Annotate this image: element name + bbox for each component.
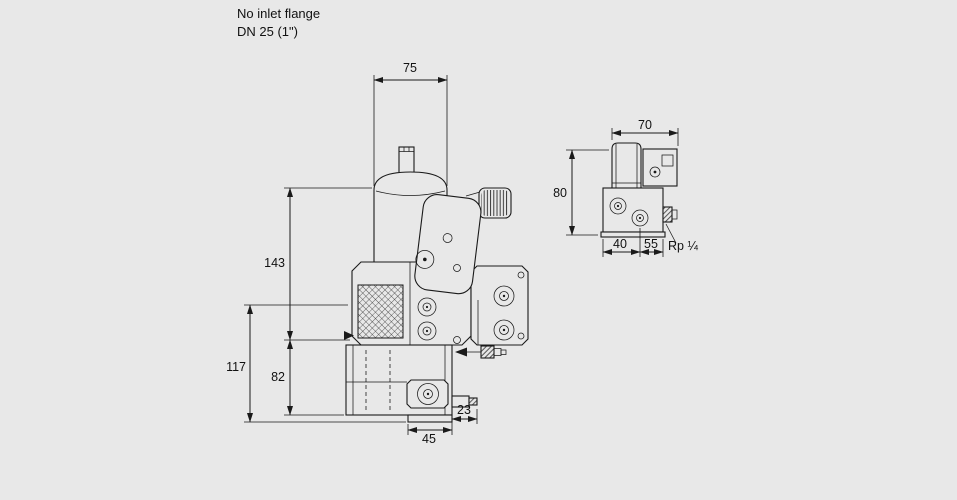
dim-label-55: 55 [644,237,658,251]
dim-label-45: 45 [422,432,436,446]
side-valve-body [600,187,678,238]
dim-label-82: 82 [271,370,285,384]
front-dimensions: 75 143 82 117 45 23 [226,61,478,446]
pilot-housing [414,193,482,295]
side-dimensions: 70 80 40 55 Rp ¼ [553,118,698,257]
dim-label-143: 143 [264,256,285,270]
top-screw [398,146,415,174]
note-dn-size: DN 25 (1") [237,24,298,39]
side-view: 70 80 40 55 Rp ¼ [553,118,698,257]
dim-label-75: 75 [403,61,417,75]
thread-size-label: Rp ¼ [668,239,698,253]
terminal-box [642,148,678,187]
dim-label-40: 40 [613,237,627,251]
filter-mesh [357,284,404,339]
front-view: 75 143 82 117 45 23 [226,61,529,446]
test-nipple [455,345,507,359]
dim-label-117: 117 [226,360,246,374]
bottom-flange-step [407,414,453,423]
dim-label-23: 23 [457,403,471,417]
solenoid-coil [611,142,642,189]
dim-label-80: 80 [553,186,567,200]
body-ports [409,262,525,345]
dim-label-70: 70 [638,118,652,132]
note-inlet-flange: No inlet flange [237,6,321,21]
lower-valve-block [345,344,478,423]
outlet-flange [470,265,529,346]
flow-direction-arrow [344,331,354,340]
actuator-rim [375,190,446,196]
base-plate [600,231,666,238]
